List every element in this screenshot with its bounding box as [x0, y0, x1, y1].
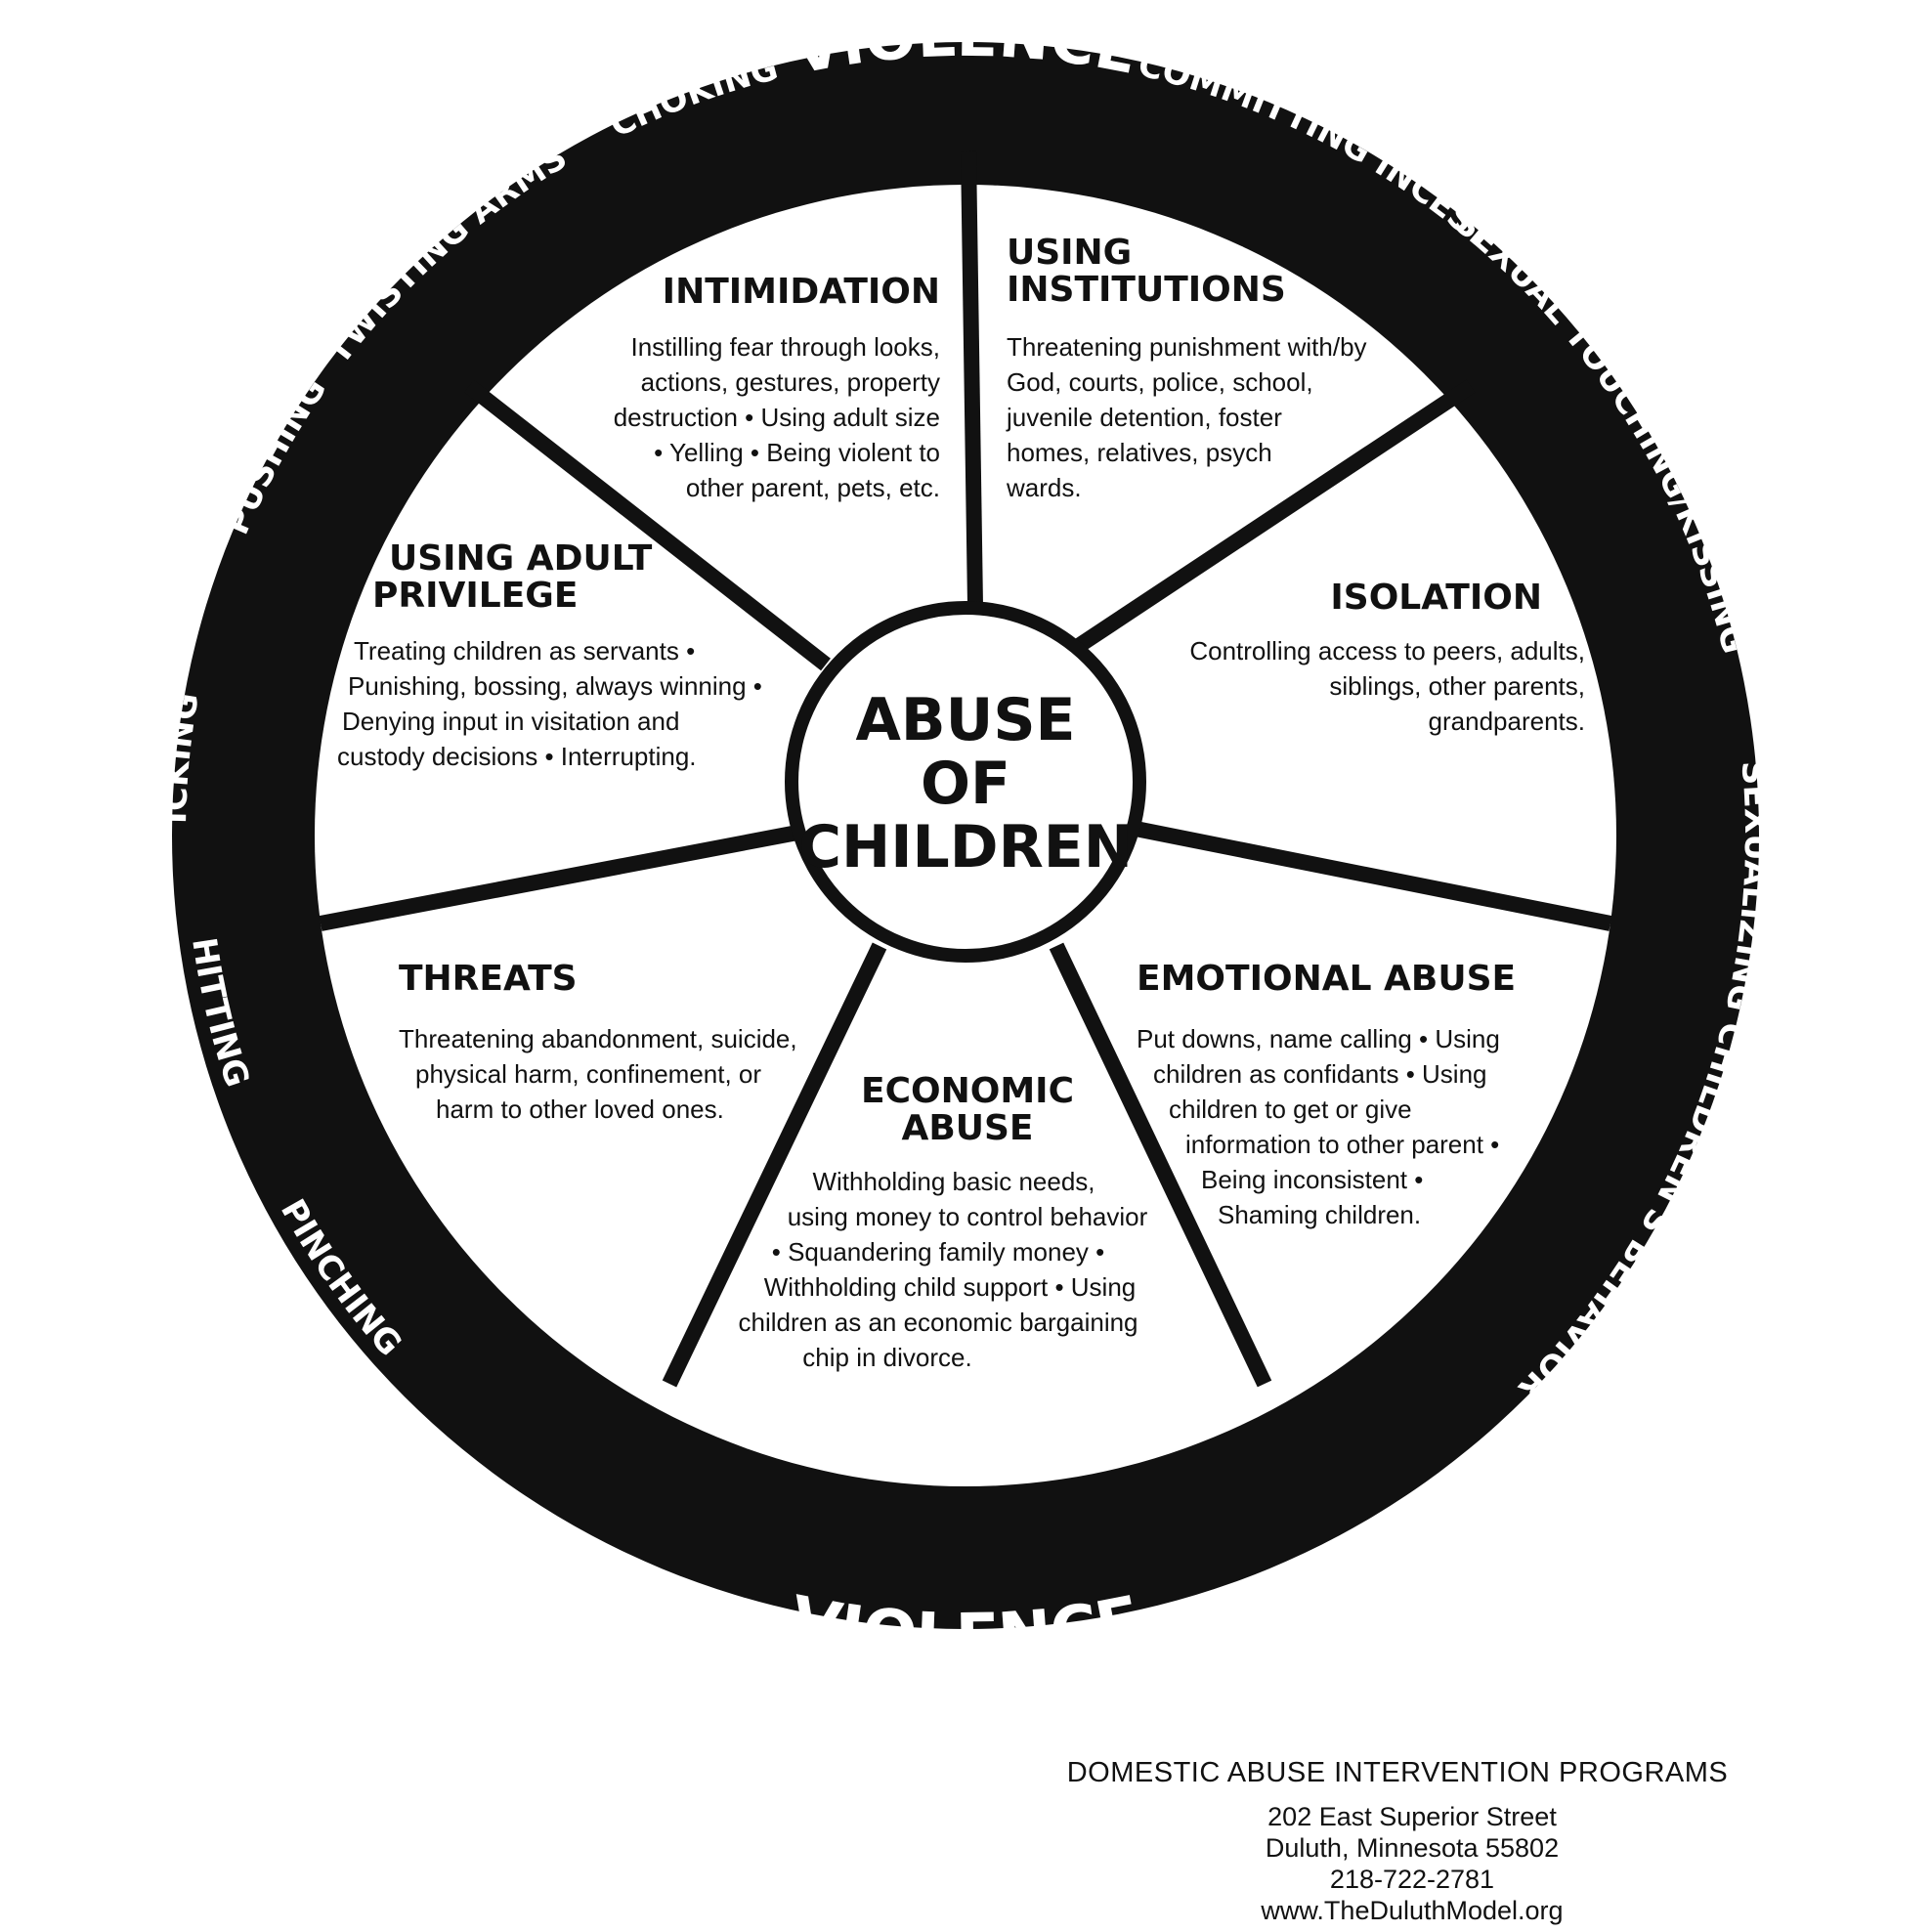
intimidation-text-5: other parent, pets, etc.: [686, 473, 940, 502]
emotional-text-4: information to other parent •: [1185, 1130, 1499, 1159]
spokes: [319, 150, 1612, 1388]
spoke-6: [319, 825, 799, 931]
spoke-5: [662, 942, 887, 1388]
privilege-text-4: custody decisions • Interrupting.: [337, 742, 697, 771]
privilege-title-2: PRIVILEGE: [372, 576, 578, 616]
economic-title-2: ABUSE: [901, 1108, 1033, 1148]
isolation-text-2: siblings, other parents,: [1329, 671, 1585, 701]
emotional-text-1: Put downs, name calling • Using: [1137, 1024, 1500, 1053]
privilege-text-1: Treating children as servants •: [354, 636, 695, 665]
institutions-text-5: wards.: [1006, 473, 1082, 502]
privilege-text-3: Denying input in visitation and: [342, 707, 679, 736]
rim-left-4: KICKING: [0, 0, 207, 824]
spoke-4: [1049, 942, 1272, 1388]
intimidation-title-1: INTIMIDATION: [663, 272, 940, 312]
institutions-title-2: INSTITUTIONS: [1007, 270, 1286, 310]
emotional-text-6: Shaming children.: [1218, 1200, 1421, 1229]
footer-city: Duluth, Minnesota 55802: [1265, 1833, 1560, 1863]
footer-website: www.TheDuluthModel.org: [1261, 1896, 1564, 1925]
isolation-text-3: grandparents.: [1429, 707, 1585, 736]
economic-text-6: chip in divorce.: [802, 1343, 971, 1372]
spoke-7: [464, 379, 831, 671]
spoke-3: [1134, 821, 1612, 931]
institutions-text-1: Threatening punishment with/by: [1007, 332, 1367, 362]
economic-text-1: Withholding basic needs,: [812, 1167, 1095, 1196]
threats-text-1: Threatening abandonment, suicide,: [399, 1024, 797, 1053]
spoke-1: [961, 150, 983, 607]
economic-text-5: children as an economic bargaining: [738, 1308, 1138, 1337]
emotional-title-1: EMOTIONAL ABUSE: [1137, 959, 1516, 999]
footer-street: 202 East Superior Street: [1267, 1802, 1557, 1831]
emotional-text-5: Being inconsistent •: [1201, 1165, 1423, 1194]
emotional-text-2: children as confidants • Using: [1153, 1059, 1487, 1089]
intimidation-text-2: actions, gestures, property: [641, 367, 940, 397]
economic-text-4: Withholding child support • Using: [764, 1272, 1137, 1302]
institutions-title-1: USING: [1007, 233, 1132, 273]
institutions-text-3: juvenile detention, foster: [1006, 403, 1282, 432]
spoke-2: [1060, 379, 1476, 662]
institutions-text-2: God, courts, police, school,: [1007, 367, 1313, 397]
footer-organization: DOMESTIC ABUSE INTERVENTION PROGRAMS: [1066, 1757, 1729, 1788]
hub-circle: [785, 601, 1146, 963]
privilege-title-1: USING ADULT: [389, 538, 653, 579]
intimidation-text-4: • Yelling • Being violent to: [654, 438, 940, 467]
economic-title-1: ECONOMIC: [861, 1071, 1074, 1111]
emotional-text-3: children to get or give: [1169, 1095, 1412, 1124]
footer-phone: 218-722-2781: [1329, 1865, 1495, 1894]
threats-text-3: harm to other loved ones.: [436, 1095, 724, 1124]
economic-text-3: • Squandering family money •: [772, 1237, 1105, 1267]
isolation-text-1: Controlling access to peers, adults,: [1189, 636, 1585, 665]
intimidation-text-1: Instilling fear through looks,: [630, 332, 940, 362]
intimidation-text-3: destruction • Using adult size: [614, 403, 940, 432]
privilege-text-2: Punishing, bossing, always winning •: [348, 671, 762, 701]
threats-text-2: physical harm, confinement, or: [415, 1059, 761, 1089]
hub-line-2: OF: [921, 750, 1010, 818]
threats-title-1: THREATS: [399, 959, 578, 999]
hub-line-3: CHILDREN: [798, 813, 1133, 881]
institutions-text-4: homes, relatives, psych: [1007, 438, 1272, 467]
economic-text-2: using money to control behavior: [788, 1202, 1148, 1231]
sections: INTIMIDATION Instilling fear through look…: [337, 233, 1585, 1372]
hub-line-1: ABUSE: [855, 686, 1075, 754]
isolation-title-1: ISOLATION: [1330, 578, 1542, 618]
